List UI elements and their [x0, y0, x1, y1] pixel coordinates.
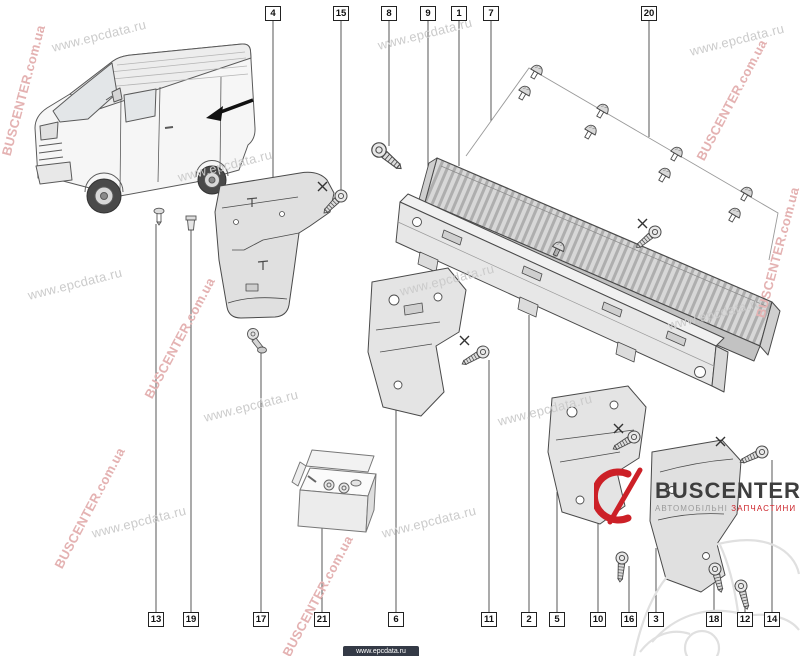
callout-box-9[interactable]: 9	[420, 6, 436, 21]
callout-box-5[interactable]: 5	[549, 612, 565, 627]
callout-box-18[interactable]: 18	[706, 612, 722, 627]
part-rear-corner-bumper	[214, 171, 335, 319]
part-corner-right	[649, 439, 742, 593]
logo-brand-text: BUSCENTER	[655, 477, 800, 503]
callout-box-20[interactable]: 20	[641, 6, 657, 21]
callout-box-1[interactable]: 1	[451, 6, 467, 21]
leader-lines	[155, 21, 773, 612]
bolt-8	[368, 139, 407, 175]
logo-tagline: АВТОМОБІЛЬНІ ЗАПЧАСТИНИ	[655, 504, 800, 513]
logo-tagline-right: ЗАПЧАСТИНИ	[731, 504, 797, 514]
bottom-watermark-strip: www.epcdata.ru	[343, 646, 419, 656]
callout-box-14[interactable]: 14	[764, 612, 780, 627]
callout-box-4[interactable]: 4	[265, 6, 281, 21]
callout-box-19[interactable]: 19	[183, 612, 199, 627]
mounting-panel-outline	[465, 67, 779, 261]
x-marks	[317, 181, 726, 447]
callout-box-17[interactable]: 17	[253, 612, 269, 627]
fastener-stud-17	[247, 328, 267, 354]
parts-kit-box	[291, 449, 377, 533]
part-bracket-left	[367, 267, 467, 417]
screw-16	[613, 550, 630, 583]
callout-box-12[interactable]: 12	[737, 612, 753, 627]
callout-box-6[interactable]: 6	[388, 612, 404, 627]
callout-box-11[interactable]: 11	[481, 612, 497, 627]
callout-box-10[interactable]: 10	[590, 612, 606, 627]
logo-text-block: BUSCENTER АВТОМОБІЛЬНІ ЗАПЧАСТИНИ	[655, 479, 800, 513]
fastener-grommet-19	[185, 215, 197, 231]
part-bumper-beam	[395, 193, 729, 393]
buscenter-logo: BUSCENTER АВТОМОБІЛЬНІ ЗАПЧАСТИНИ	[594, 464, 800, 528]
callout-box-21[interactable]: 21	[314, 612, 330, 627]
push-clips-group	[514, 62, 756, 225]
screw-11	[458, 343, 492, 370]
callout-box-7[interactable]: 7	[483, 6, 499, 21]
buscenter-emblem-icon	[594, 467, 643, 525]
callout-box-2[interactable]: 2	[521, 612, 537, 627]
callout-box-13[interactable]: 13	[148, 612, 164, 627]
logo-tagline-left: АВТОМОБІЛЬНІ	[655, 504, 728, 514]
screw-beam	[632, 223, 664, 253]
part-bracket-right	[547, 385, 647, 525]
callout-box-8[interactable]: 8	[381, 6, 397, 21]
fastener-pin-13	[153, 207, 165, 226]
callout-box-16[interactable]: 16	[621, 612, 637, 627]
callout-box-3[interactable]: 3	[648, 612, 664, 627]
callout-box-15[interactable]: 15	[333, 6, 349, 21]
van-illustration	[34, 43, 256, 214]
